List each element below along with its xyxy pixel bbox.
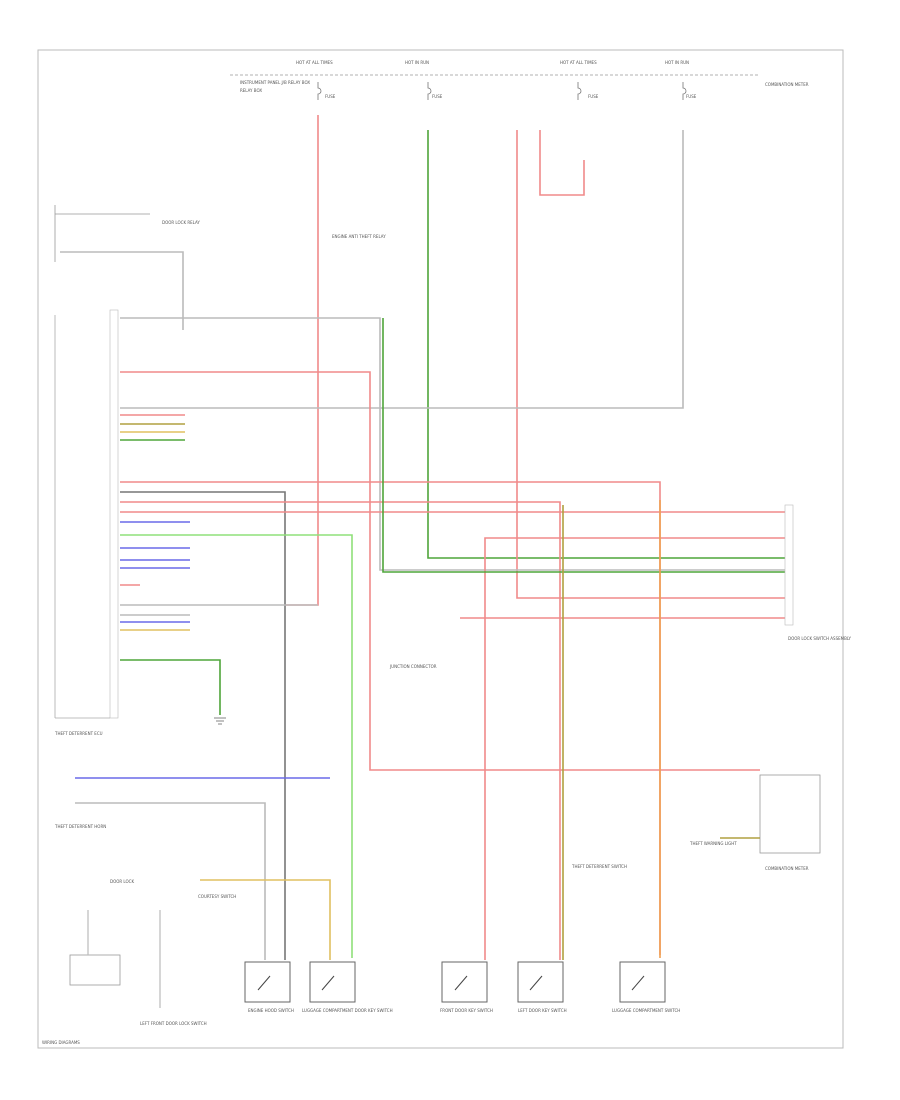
ground-symbol	[214, 717, 226, 725]
wire-red-loop	[539, 130, 585, 196]
switch-luggage: LUGGAGE COMPARTMENT SWITCH	[612, 961, 680, 1013]
sensor-label: THEFT DETERRENT HORN	[54, 824, 106, 829]
sw4-label: LEFT DOOR KEY SWITCH	[518, 1008, 567, 1013]
switch-left-door-key: LEFT DOOR KEY SWITCH	[517, 961, 567, 1013]
ecu-connector	[109, 309, 119, 719]
top-header-2: HOT IN RUN	[405, 60, 429, 65]
engine-relay-label: ENGINE ANTI THEFT RELAY	[332, 234, 386, 239]
lower-relay-label: COURTESY SWITCH	[198, 894, 236, 899]
junction-label: JUNCTION CONNECTOR	[389, 664, 437, 669]
wire-green-ground	[120, 659, 221, 715]
hood-caption: THEFT WARNING LIGHT	[689, 841, 737, 846]
meter-box	[759, 774, 821, 854]
switch-front-door-key: FRONT DOOR KEY SWITCH	[440, 961, 493, 1013]
wire-gray-fuse4	[120, 130, 684, 409]
wire-green-second	[382, 318, 785, 573]
sw1-label: ENGINE HOOD SWITCH	[248, 1008, 294, 1013]
bottom-left-code: DOOR LOCK	[110, 879, 134, 884]
top-header-3: HOT AT ALL TIMES	[560, 60, 597, 65]
wire-yellow-bottom	[200, 879, 331, 960]
right-top-caption: COMBINATION METER	[765, 82, 809, 87]
wire-green-main	[427, 130, 785, 559]
switch-luggage-key: LUGGAGE COMPARTMENT DOOR KEY SWITCH	[302, 961, 393, 1013]
theft-switch-label: THEFT DETERRENT SWITCH	[571, 864, 627, 869]
wire-gray-top	[120, 317, 785, 571]
wire-red-482	[120, 481, 661, 955]
sw2-label: LUGGAGE COMPARTMENT DOOR KEY SWITCH	[302, 1008, 393, 1013]
door-relay-label: DOOR LOCK RELAY	[162, 220, 200, 225]
top-header-1: HOT AT ALL TIMES	[296, 60, 333, 65]
wire-red-502	[120, 501, 561, 960]
meter-label: COMBINATION METER	[765, 866, 809, 871]
fuse-label-1: FUSE	[325, 94, 336, 99]
wire-gray-relay	[60, 251, 184, 330]
fuse-label-2: FUSE	[432, 94, 443, 99]
wire-red-upper	[120, 371, 760, 771]
wire-red-538	[484, 537, 785, 960]
sw5-label: LUGGAGE COMPARTMENT SWITCH	[612, 1008, 680, 1013]
fuse-sub-label: RELAY BOX	[240, 88, 262, 93]
wire-gray-492	[120, 491, 286, 960]
right-connector	[784, 504, 794, 626]
right-caption: DOOR LOCK SWITCH ASSEMBLY	[788, 636, 852, 641]
wire-red-main	[285, 115, 319, 606]
door-sensor-label: LEFT FRONT DOOR LOCK SWITCH	[140, 1021, 207, 1026]
sw3-label: FRONT DOOR KEY SWITCH	[440, 1008, 493, 1013]
wire-green-light	[120, 534, 353, 958]
diagram-frame	[37, 49, 844, 1049]
fuse-panel-label: INSTRUMENT PANEL J/B RELAY BOX	[240, 80, 310, 85]
fuse-symbols	[317, 82, 687, 100]
wire-red-517	[516, 130, 785, 599]
fuse-label-3: FUSE	[588, 94, 599, 99]
switch-engine-hood: ENGINE HOOD SWITCH	[244, 961, 294, 1013]
top-header-4: HOT IN RUN	[665, 60, 689, 65]
footer-label: WIRING DIAGRAMS	[42, 1040, 80, 1045]
wire-gray-bottom	[75, 802, 266, 960]
module-label: THEFT DETERRENT ECU	[54, 731, 103, 736]
door-sensor-box	[69, 954, 121, 986]
fuse-label-4: FUSE	[686, 94, 697, 99]
